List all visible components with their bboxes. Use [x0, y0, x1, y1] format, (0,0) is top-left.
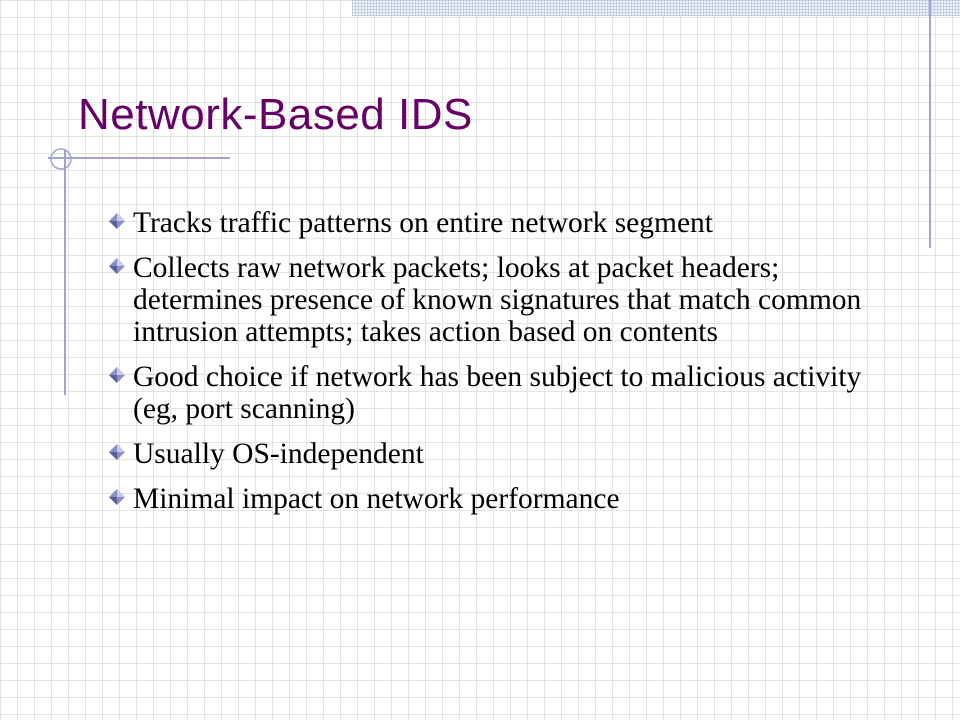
diamond-bullet-icon	[109, 444, 125, 460]
bullet-text: Collects raw network packets; looks at p…	[133, 252, 862, 348]
list-item: Tracks traffic patterns on entire networ…	[108, 207, 908, 239]
list-item: Minimal impact on network performance	[108, 483, 908, 515]
bullet-list: Tracks traffic patterns on entire networ…	[108, 207, 908, 528]
left-accent-line	[64, 150, 66, 395]
list-item: Good choice if network has been subject …	[108, 361, 908, 425]
top-decorative-band	[352, 0, 960, 16]
list-item: Usually OS-independent	[108, 438, 908, 470]
list-item: Collects raw network packets; looks at p…	[108, 252, 908, 348]
bullet-text: Usually OS-independent	[133, 438, 424, 470]
diamond-bullet-icon	[109, 213, 125, 229]
diamond-bullet-icon	[109, 258, 125, 274]
bullet-text: Good choice if network has been subject …	[133, 361, 862, 425]
bullet-text: Minimal impact on network performance	[133, 483, 620, 515]
right-accent-line	[929, 0, 931, 248]
title-underline	[48, 157, 230, 159]
diamond-bullet-icon	[109, 367, 125, 383]
bullet-text: Tracks traffic patterns on entire networ…	[133, 207, 714, 239]
diamond-bullet-icon	[109, 489, 125, 505]
slide-title: Network-Based IDS	[78, 90, 473, 139]
crosshair-circle-icon	[50, 148, 72, 170]
